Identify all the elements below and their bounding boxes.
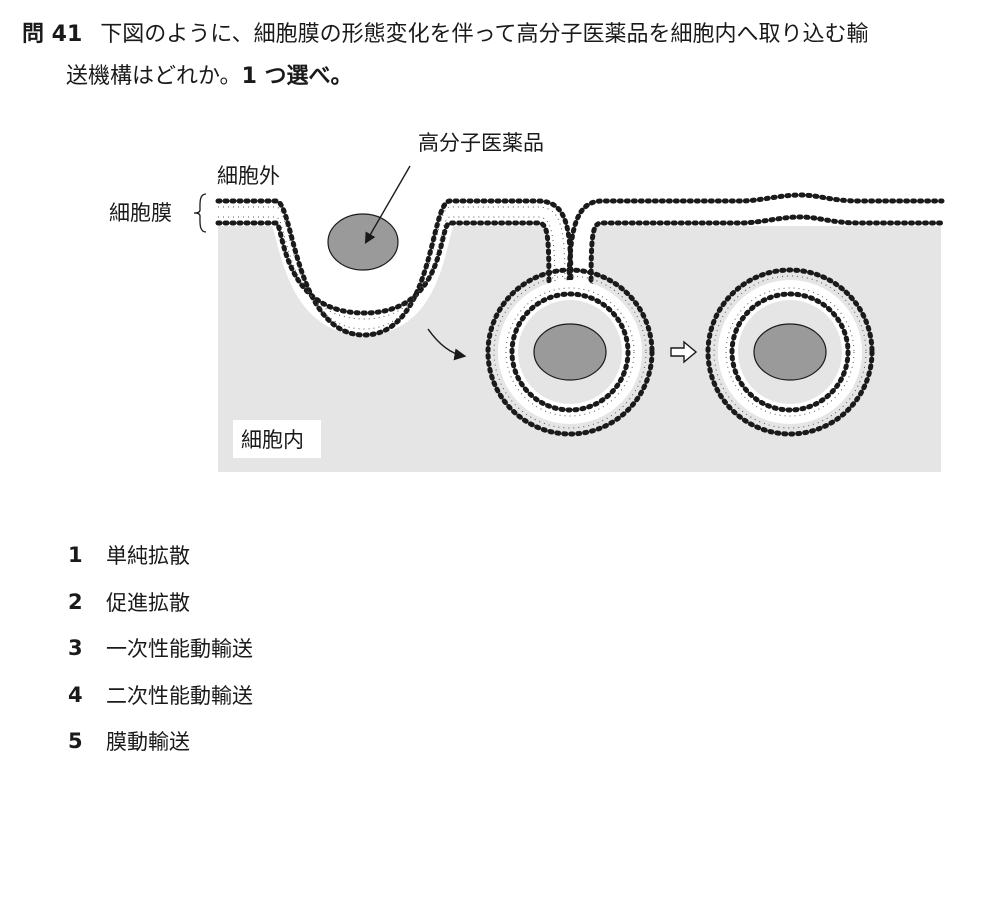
question-line-1: 問 41 下図のように、細胞膜の形態変化を伴って高分子医薬品を細胞内へ取り込む輸 <box>22 14 982 56</box>
endocytosis-figure: 高分子医薬品 細胞外 細胞膜 細胞内 <box>100 124 960 488</box>
question-text-1: 下図のように、細胞膜の形態変化を伴って高分子医薬品を細胞内へ取り込む輸 <box>100 22 869 47</box>
membrane-surface <box>569 194 942 295</box>
choice-item[interactable]: 1 単純拡散 <box>68 532 253 579</box>
label-drug: 高分子医薬品 <box>418 131 544 155</box>
choice-number: 5 <box>68 729 83 754</box>
choice-item[interactable]: 2 促進拡散 <box>68 579 253 626</box>
budding-vesicle <box>485 267 655 437</box>
drug-particle-endosome <box>753 323 827 381</box>
membrane-brace <box>193 193 207 233</box>
question-line-2: 送機構はどれか。1 つ選べ。 <box>22 56 982 98</box>
curved-process-arrow <box>427 328 467 361</box>
lipid-heads <box>215 192 945 338</box>
choice-item[interactable]: 5 膜動輸送 <box>68 718 253 765</box>
label-inside-box <box>233 420 321 458</box>
choice-number: 1 <box>68 543 83 568</box>
label-inside: 細胞内 <box>241 428 304 452</box>
choice-number: 4 <box>68 682 83 707</box>
choice-text: 二次性能動輸送 <box>106 683 253 708</box>
endocytosis-diagram: 高分子医薬品 細胞外 細胞膜 細胞内 <box>109 131 945 472</box>
drug-particle-budding <box>533 323 607 381</box>
choice-item[interactable]: 3 一次性能動輸送 <box>68 625 253 672</box>
question-number: 問 41 <box>22 22 83 47</box>
choice-list: 1 単純拡散 2 促進拡散 3 一次性能動輸送 4 二次性能動輸送 5 膜動輸送 <box>68 532 253 765</box>
drug-particle-invagination <box>327 213 399 271</box>
choice-text: 促進拡散 <box>106 590 190 615</box>
question-instruction: 1 つ選べ。 <box>241 64 353 89</box>
choice-item[interactable]: 4 二次性能動輸送 <box>68 672 253 719</box>
label-membrane: 細胞膜 <box>109 201 172 225</box>
label-outside: 細胞外 <box>217 164 280 188</box>
block-process-arrow <box>670 340 698 364</box>
choice-number: 2 <box>68 589 83 614</box>
choice-number: 3 <box>68 636 83 661</box>
endosome <box>705 267 875 437</box>
question-text-2: 送機構はどれか。 <box>66 64 242 89</box>
choice-text: 一次性能動輸送 <box>106 637 253 662</box>
choice-text: 膜動輸送 <box>106 730 190 755</box>
drug-pointer-arrow <box>364 165 411 244</box>
choice-text: 単純拡散 <box>106 544 190 569</box>
